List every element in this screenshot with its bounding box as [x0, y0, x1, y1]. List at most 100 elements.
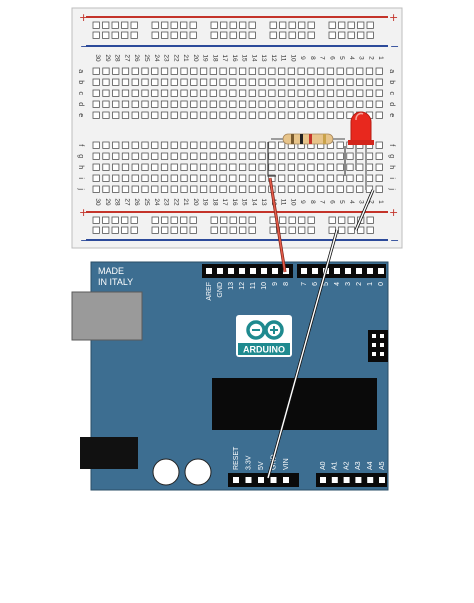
breadboard-hole [121, 185, 130, 193]
rail-hole [248, 21, 256, 29]
top-right-plus-sign: + [389, 11, 398, 24]
rail-hole [102, 226, 110, 234]
breadboard-hole [336, 78, 344, 86]
breadboard-hole [102, 111, 110, 119]
breadboard-hole [356, 67, 364, 75]
breadboard-hole [112, 185, 120, 193]
breadboard-hole [375, 100, 383, 108]
breadboard-hole [219, 67, 227, 75]
breadboard-hole [238, 141, 247, 149]
rail-hole [307, 226, 315, 234]
rail-hole [102, 216, 110, 224]
breadboard-hole [346, 67, 354, 75]
breadboard-hole [92, 185, 100, 193]
breadboard-hole [258, 100, 266, 108]
breadboard-hole [209, 89, 217, 97]
column-label: 21 [182, 198, 189, 206]
rail-hole [170, 31, 178, 39]
breadboard-hole [141, 100, 149, 108]
breadboard-hole [131, 100, 139, 108]
breadboard-hole [258, 174, 266, 182]
rail-hole [307, 216, 315, 224]
breadboard-hole [180, 141, 188, 149]
breadboard-hole [229, 78, 237, 86]
rail-hole [357, 31, 365, 39]
breadboard-hole [356, 78, 364, 86]
rail-hole [111, 226, 119, 234]
rail-hole [210, 216, 218, 224]
breadboard-hole [209, 141, 217, 149]
capacitor-left [152, 458, 180, 486]
breadboard-hole [199, 141, 208, 149]
column-label: 26 [133, 54, 140, 62]
row-label: e [388, 113, 395, 117]
column-label: 8 [309, 56, 316, 60]
breadboard-hole [199, 163, 208, 171]
column-label: 10 [289, 54, 296, 62]
rail-hole [338, 226, 346, 234]
rail-hole [220, 216, 228, 224]
bottom-rail-holes [92, 216, 374, 234]
rail-hole [298, 31, 306, 39]
breadboard-hole [219, 174, 227, 182]
breadboard-hole [190, 185, 198, 193]
breadboard-hole [278, 67, 286, 75]
breadboard-hole [287, 185, 296, 193]
logo-loop-left [246, 320, 266, 340]
breadboard-hole [190, 111, 198, 119]
rail-hole [130, 226, 138, 234]
rail-hole [121, 226, 129, 234]
breadboard-hole [102, 141, 110, 149]
breadboard-hole [346, 185, 354, 193]
column-label: 16 [231, 198, 238, 206]
column-label: 23 [163, 198, 170, 206]
breadboard-hole [268, 67, 276, 75]
column-label: 27 [123, 198, 130, 206]
analog-header-pins [320, 477, 385, 483]
breadboard-hole [121, 152, 130, 160]
breadboard-hole [229, 185, 237, 193]
resistor-band-4 [323, 134, 326, 144]
breadboard-hole [170, 89, 178, 97]
breadboard-hole [219, 100, 227, 108]
header-pin [379, 477, 385, 483]
breadboard-hole [131, 111, 139, 119]
column-label: 2 [367, 200, 374, 204]
rail-hole [151, 21, 159, 29]
column-label: 17 [221, 198, 228, 206]
header-label: 8 [283, 282, 290, 286]
breadboard-hole [297, 174, 305, 182]
breadboard-hole [151, 100, 159, 108]
breadboard-hole [219, 152, 227, 160]
breadboard-hole [238, 100, 247, 108]
breadboard-hole [317, 67, 325, 75]
row-label: d [388, 102, 395, 106]
breadboard-hole [297, 111, 305, 119]
rail-hole [102, 31, 110, 39]
breadboard-hole [209, 174, 217, 182]
rail-hole [189, 21, 197, 29]
breadboard-hole [258, 141, 266, 149]
column-label: 14 [250, 54, 257, 62]
breadboard-hole [112, 111, 120, 119]
rail-hole [151, 216, 159, 224]
breadboard-hole [248, 141, 256, 149]
breadboard-hole [278, 141, 286, 149]
breadboard-hole [238, 111, 247, 119]
breadboard-hole [131, 141, 139, 149]
breadboard-hole [375, 163, 383, 171]
breadboard-hole [229, 163, 237, 171]
row-label: h [77, 165, 84, 169]
rail-hole [229, 226, 237, 234]
column-label: 26 [133, 198, 140, 206]
breadboard-hole [307, 185, 315, 193]
rail-hole [161, 31, 169, 39]
column-label: 30 [94, 198, 101, 206]
wire-pin8 [269, 177, 286, 273]
breadboard-hole [317, 152, 325, 160]
header-label: 11 [250, 282, 257, 289]
breadboard-hole [248, 163, 256, 171]
rail-hole [338, 216, 346, 224]
breadboard-hole [190, 174, 198, 182]
